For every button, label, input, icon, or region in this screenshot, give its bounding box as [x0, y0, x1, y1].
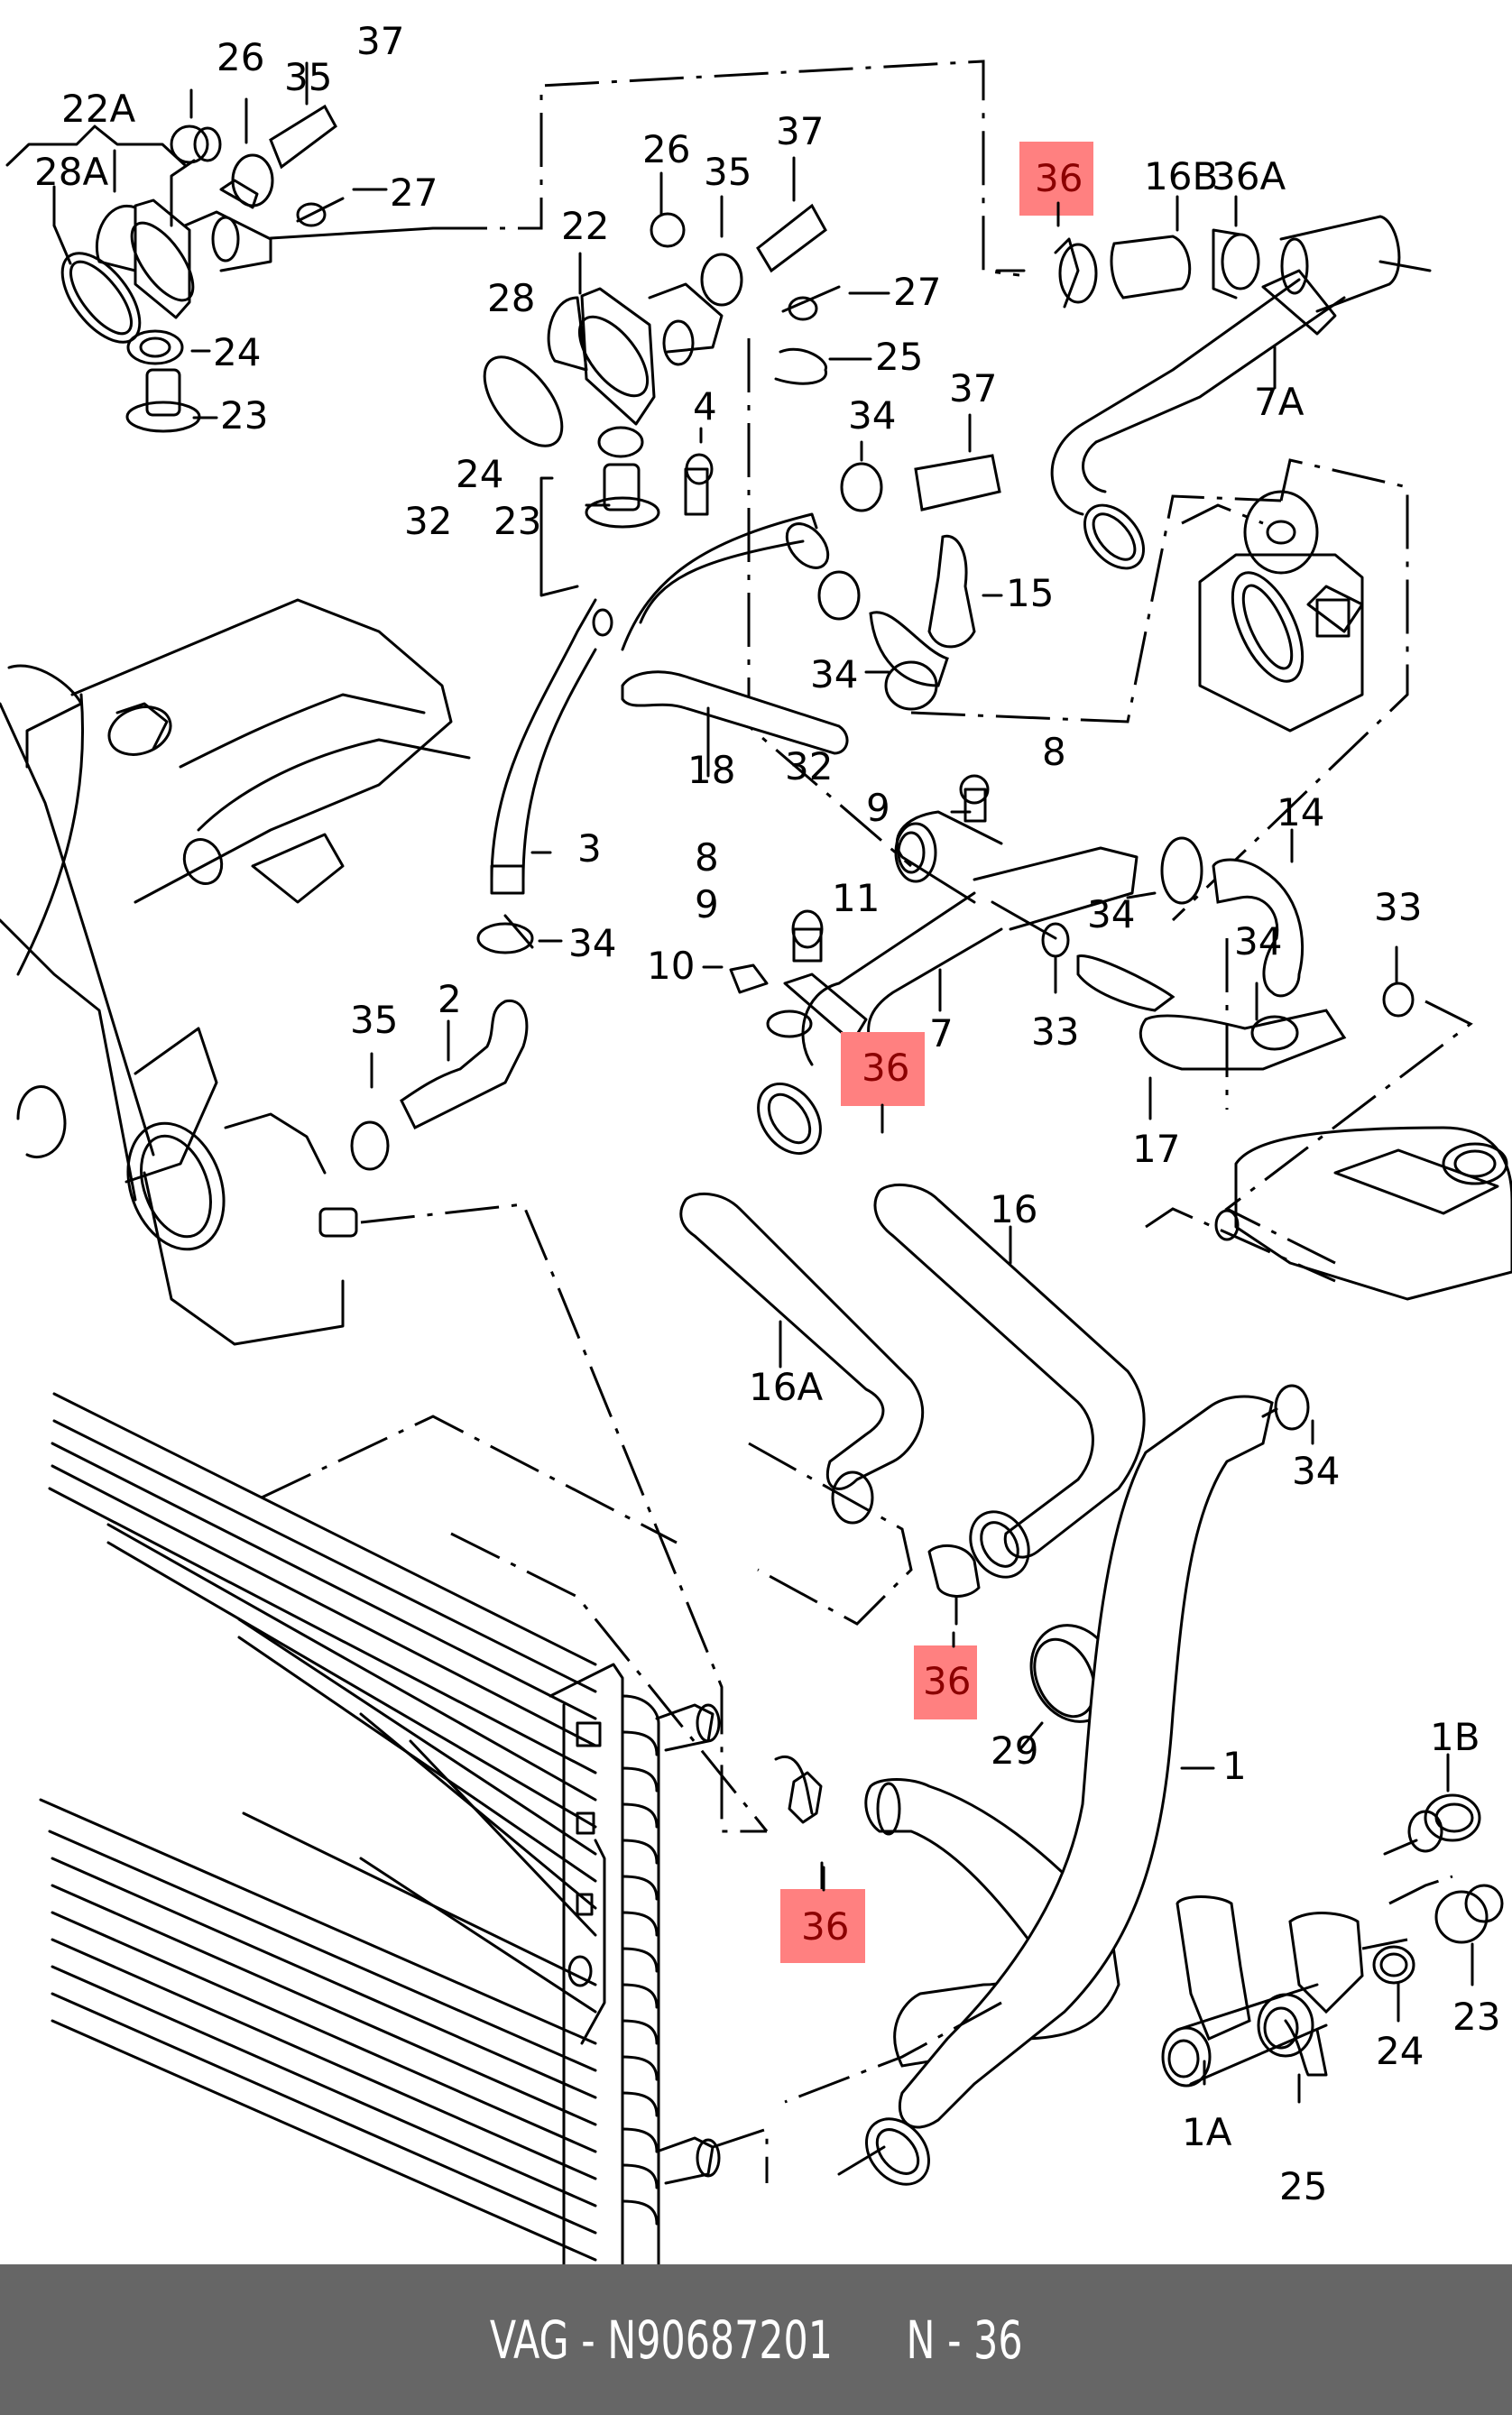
callout-1: 1: [1222, 1744, 1247, 1788]
callout-9: 9: [695, 882, 719, 926]
callout-7: 7: [929, 1011, 954, 1055]
pipe-7-group: [702, 774, 1139, 1155]
callout-33: 33: [1031, 1009, 1079, 1054]
radiator-fins: [39, 1392, 597, 2262]
callout-32: 32: [785, 744, 833, 788]
coolant-flange-housing: [1181, 490, 1364, 733]
callout-9: 9: [866, 786, 890, 830]
callout-37: 37: [776, 109, 824, 153]
highlight-36-bottom-label: 36: [801, 1904, 849, 1949]
callout-23: 23: [493, 499, 541, 543]
callout-14: 14: [1277, 790, 1324, 834]
callout-35: 35: [350, 998, 398, 1042]
callout-28a: 28A: [34, 150, 108, 194]
callout-27: 27: [390, 171, 438, 215]
pipe-7a-group: [995, 153, 1432, 570]
callout-22a: 22A: [61, 87, 135, 131]
callout-26: 26: [642, 127, 690, 171]
callout-18: 18: [687, 748, 735, 792]
callout-34: 34: [848, 393, 896, 438]
hoses-3-18-2: [350, 598, 849, 1171]
callout-22: 22: [561, 204, 609, 248]
callout-24: 24: [213, 330, 261, 374]
callout-16b: 16B: [1144, 154, 1218, 198]
callout-24: 24: [1376, 2029, 1424, 2073]
callout-3: 3: [577, 826, 602, 871]
callout-26: 26: [217, 35, 264, 79]
lower-hose-group: [774, 1384, 1504, 2186]
bypass-hoses-upper: [621, 413, 1409, 922]
highlight-36-lower[interactable]: 36: [914, 1645, 977, 1719]
callout-8: 8: [1042, 730, 1066, 774]
callout-25: 25: [875, 335, 923, 379]
highlight-36-lower-label: 36: [923, 1659, 971, 1703]
radiator: [39, 1392, 769, 2264]
callout-labels: 22A 28A 26 35 37 27 24 23 26 35 37 22 27…: [34, 19, 1500, 2208]
highlight-36-top[interactable]: 36: [1019, 142, 1093, 216]
callout-4: 4: [693, 384, 717, 429]
part-number-banner: VAG - N90687201 N - 36: [0, 2264, 1512, 2415]
callout-25: 25: [1279, 2164, 1327, 2208]
callout-35: 35: [284, 55, 332, 99]
callout-16a: 16A: [749, 1365, 823, 1409]
expansion-tank: [1145, 1126, 1512, 1301]
callout-34: 34: [568, 921, 616, 965]
highlighted-callouts: 36 36 36 36: [780, 142, 1093, 1963]
highlight-36-mid-label: 36: [862, 1046, 909, 1090]
callout-34: 34: [810, 652, 858, 696]
callout-17: 17: [1132, 1127, 1180, 1171]
callout-36a: 36A: [1212, 154, 1286, 198]
hoses-14-17: [1076, 828, 1473, 1265]
callout-37: 37: [949, 366, 997, 410]
callout-34: 34: [1292, 1449, 1340, 1493]
highlight-36-bottom[interactable]: 36: [780, 1889, 865, 1963]
hoses-16-16a: [679, 1183, 1146, 1752]
callout-37: 37: [356, 19, 404, 63]
callout-32: 32: [404, 499, 452, 543]
callout-23: 23: [1452, 1995, 1500, 2039]
engine-block: [0, 598, 767, 1833]
highlight-36-top-label: 36: [1035, 156, 1083, 200]
callout-15: 15: [1006, 571, 1054, 615]
callout-11: 11: [832, 876, 880, 920]
callout-24: 24: [456, 452, 503, 496]
parts-diagram: 22A 28A 26 35 37 27 24 23 26 35 37 22 27…: [0, 19, 1512, 2264]
radiator-tank-ribs: [621, 1730, 659, 2226]
callout-16: 16: [990, 1187, 1037, 1231]
callout-34: 34: [1087, 892, 1135, 936]
highlight-36-mid[interactable]: 36: [841, 1032, 925, 1106]
callout-27: 27: [893, 270, 941, 314]
part-number-text: VAG - N90687201 N - 36: [489, 2309, 1023, 2371]
callout-33: 33: [1374, 885, 1422, 929]
thermostat-housing-22a: [5, 60, 1020, 433]
callout-28: 28: [487, 276, 535, 320]
callout-23: 23: [220, 393, 268, 438]
callout-7a: 7A: [1254, 380, 1305, 424]
callout-35: 35: [704, 150, 751, 194]
callout-10: 10: [647, 944, 695, 988]
callout-34: 34: [1234, 919, 1282, 963]
callout-1b: 1B: [1430, 1715, 1480, 1759]
callout-1a: 1A: [1182, 2110, 1232, 2154]
callout-8: 8: [695, 835, 719, 880]
callout-29: 29: [991, 1728, 1038, 1773]
callout-2: 2: [438, 977, 462, 1021]
thermostat-housing-22: [483, 156, 912, 868]
